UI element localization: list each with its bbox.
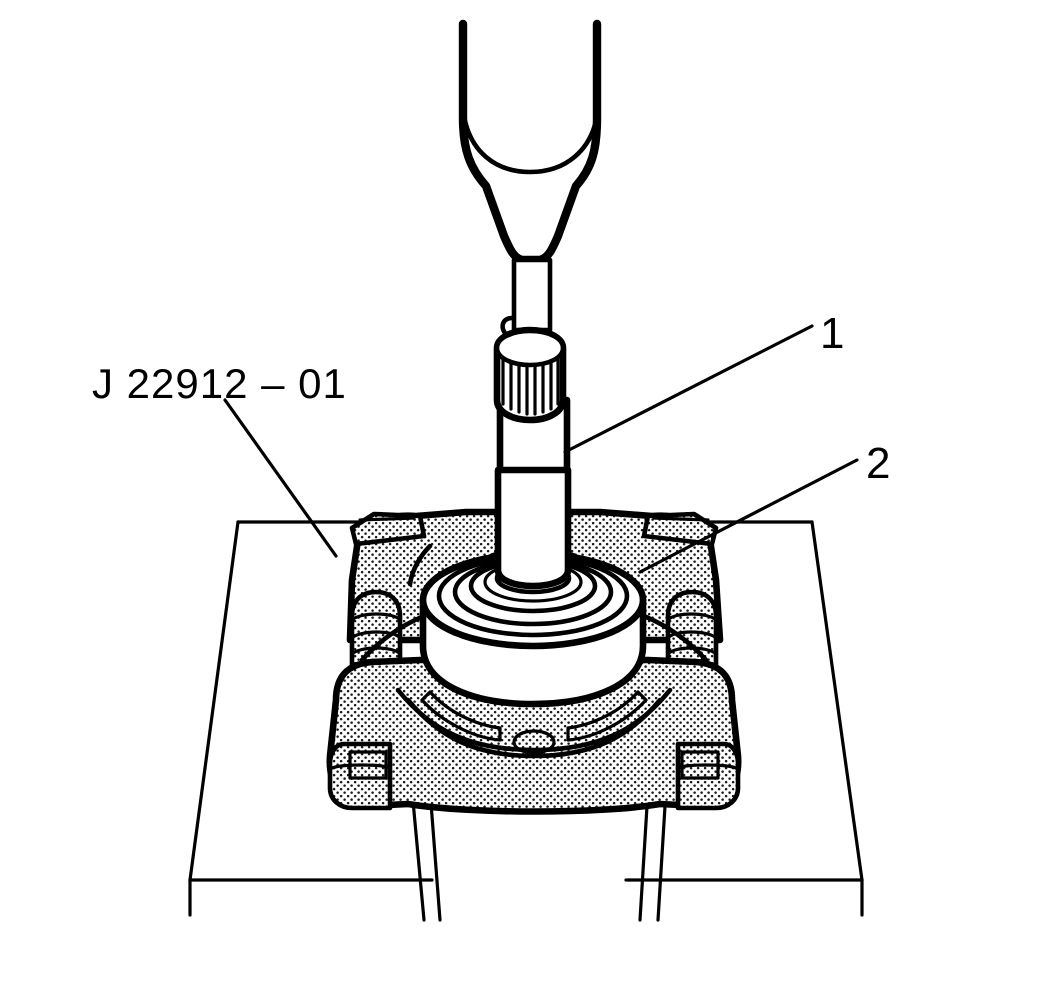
fixture-legs <box>410 788 668 922</box>
driver-tool-body <box>458 19 602 265</box>
leader-tool-id <box>223 398 338 558</box>
leader-callout-1 <box>563 324 814 454</box>
shaft-through-bore <box>494 466 572 590</box>
fixture-rib-right <box>665 589 719 671</box>
fixture-foot-left <box>327 741 393 811</box>
fixture-rib-left <box>349 589 403 671</box>
splined-section <box>493 315 567 424</box>
leader-lines <box>223 324 859 574</box>
callout-2-label: 2 <box>866 439 890 488</box>
fixture-front-grooves <box>395 687 673 759</box>
fixture-foot-right <box>675 741 741 811</box>
callout-1-label: 1 <box>820 309 844 358</box>
special-tool-number: J 22912 – 01 <box>92 360 347 407</box>
bearing-assembly <box>419 550 647 708</box>
tool-neck <box>511 257 553 333</box>
leader-callout-2 <box>638 458 859 574</box>
